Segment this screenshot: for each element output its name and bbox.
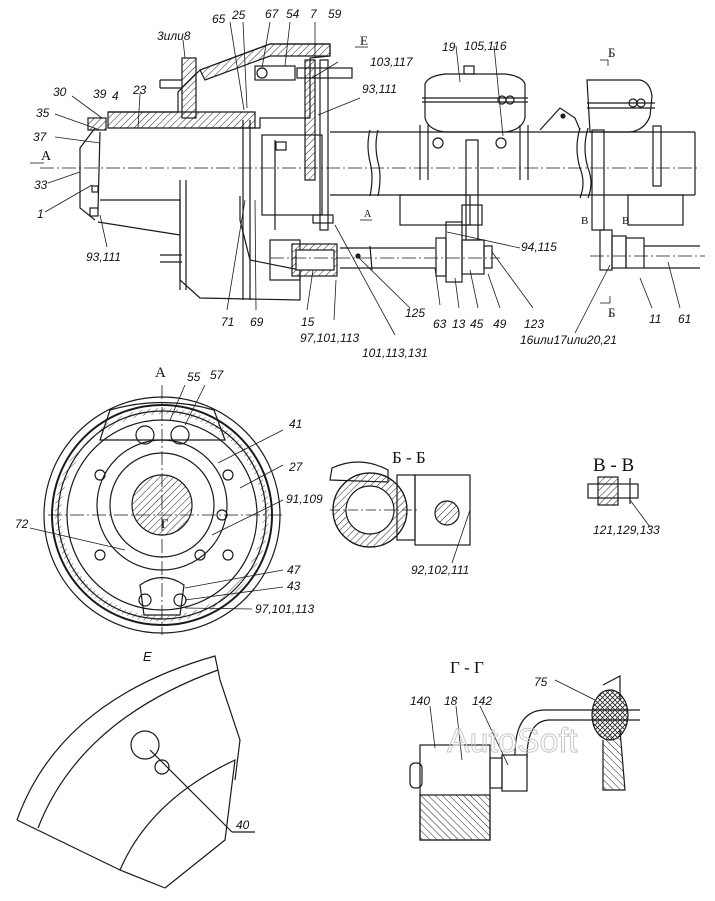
callout-67: 67 <box>265 7 279 21</box>
callout-63: 63 <box>433 317 447 331</box>
callout-71: 71 <box>221 315 235 329</box>
hub-cap <box>79 117 107 221</box>
callout-54: 54 <box>286 7 300 21</box>
callout-39: 39 <box>93 87 107 101</box>
callout-69: 69 <box>250 315 264 329</box>
section-gg-title: Г - Г <box>450 658 484 677</box>
view-mark-v-right: В <box>622 215 630 227</box>
brake-chamber-right <box>586 79 705 271</box>
callout-123: 123 <box>524 317 545 331</box>
callout-1: 1 <box>37 207 44 221</box>
callout-121-129-133: 121,129,133 <box>593 523 660 537</box>
view-mark-a-mid: A <box>364 209 372 220</box>
view-mark-b-bottom: Б <box>608 305 616 320</box>
callout-101-113-131: 101,113,131 <box>362 346 428 360</box>
view-mark-a-left: A <box>41 149 52 164</box>
section-bb-title: Б - Б <box>392 448 426 467</box>
section-b-b <box>329 461 471 548</box>
callout-7: 7 <box>310 7 317 21</box>
callout-35: 35 <box>36 106 50 120</box>
section-vv-title: В - В <box>593 455 635 476</box>
callout-19: 19 <box>442 40 456 54</box>
section-g-g <box>409 675 640 841</box>
callout-91-109: 91,109 <box>286 492 323 506</box>
callout-16-17-20-21: 16или17или20,21 <box>520 333 617 347</box>
callout-4: 4 <box>112 89 119 103</box>
view-a-brake-drum <box>43 385 282 635</box>
callout-18: 18 <box>444 694 458 708</box>
callout-30: 30 <box>53 85 67 99</box>
leader-lines <box>29 21 681 766</box>
callout-23: 23 <box>133 83 147 97</box>
camshaft <box>269 214 500 281</box>
view-mark-b-top: Б <box>608 45 616 60</box>
watermark: AutoSoft <box>446 722 578 761</box>
view-a-title: A <box>155 365 166 381</box>
slack-adjuster <box>399 139 493 283</box>
bracket <box>539 107 581 131</box>
callout-43: 43 <box>287 579 301 593</box>
callout-105-116: 105,116 <box>464 39 507 53</box>
callout-140: 140 <box>410 694 431 708</box>
callout-93-111-top: 93,111 <box>362 82 397 96</box>
view-mark-v-left: В <box>581 215 589 227</box>
callout-25: 25 <box>232 8 246 22</box>
callout-47: 47 <box>287 563 301 577</box>
callout-37: 37 <box>33 130 47 144</box>
callout-13: 13 <box>452 317 466 331</box>
callout-40: 40 <box>236 818 250 832</box>
callout-92-102-111: 92,102,111 <box>411 563 470 577</box>
axle-tube <box>40 127 700 199</box>
callout-93-111-bottom: 93,111 <box>86 250 121 264</box>
callout-57: 57 <box>210 368 224 382</box>
callout-11: 11 <box>649 312 662 326</box>
callout-49: 49 <box>493 317 507 331</box>
callout-97-101-113: 97,101,113 <box>300 331 360 345</box>
view-mark-e: E <box>360 33 368 48</box>
callout-41: 41 <box>289 417 303 431</box>
view-e <box>16 655 255 889</box>
callout-3or8: 3или8 <box>157 29 191 43</box>
callout-27: 27 <box>289 460 303 474</box>
callout-33: 33 <box>34 178 48 192</box>
brake-chamber-left <box>419 65 529 180</box>
wheel-hub <box>97 43 331 301</box>
callout-94-115: 94,115 <box>521 240 557 254</box>
brake-shield <box>242 59 353 300</box>
callout-45: 45 <box>470 317 484 331</box>
callout-72: 72 <box>15 517 29 531</box>
section-mark-g: Г <box>161 516 169 531</box>
section-v-v <box>587 476 639 506</box>
callout-103-117: 103,117 <box>370 55 413 69</box>
callout-142: 142 <box>472 694 493 708</box>
callout-125: 125 <box>405 306 426 320</box>
callout-61: 61 <box>678 312 692 326</box>
callout-65: 65 <box>212 12 226 26</box>
callout-55: 55 <box>187 370 201 384</box>
callout-75: 75 <box>534 675 548 689</box>
callout-97-101-113-drum: 97,101,113 <box>255 602 315 616</box>
callout-59: 59 <box>328 7 342 21</box>
view-e-title: E <box>143 649 152 664</box>
callout-15: 15 <box>301 315 315 329</box>
